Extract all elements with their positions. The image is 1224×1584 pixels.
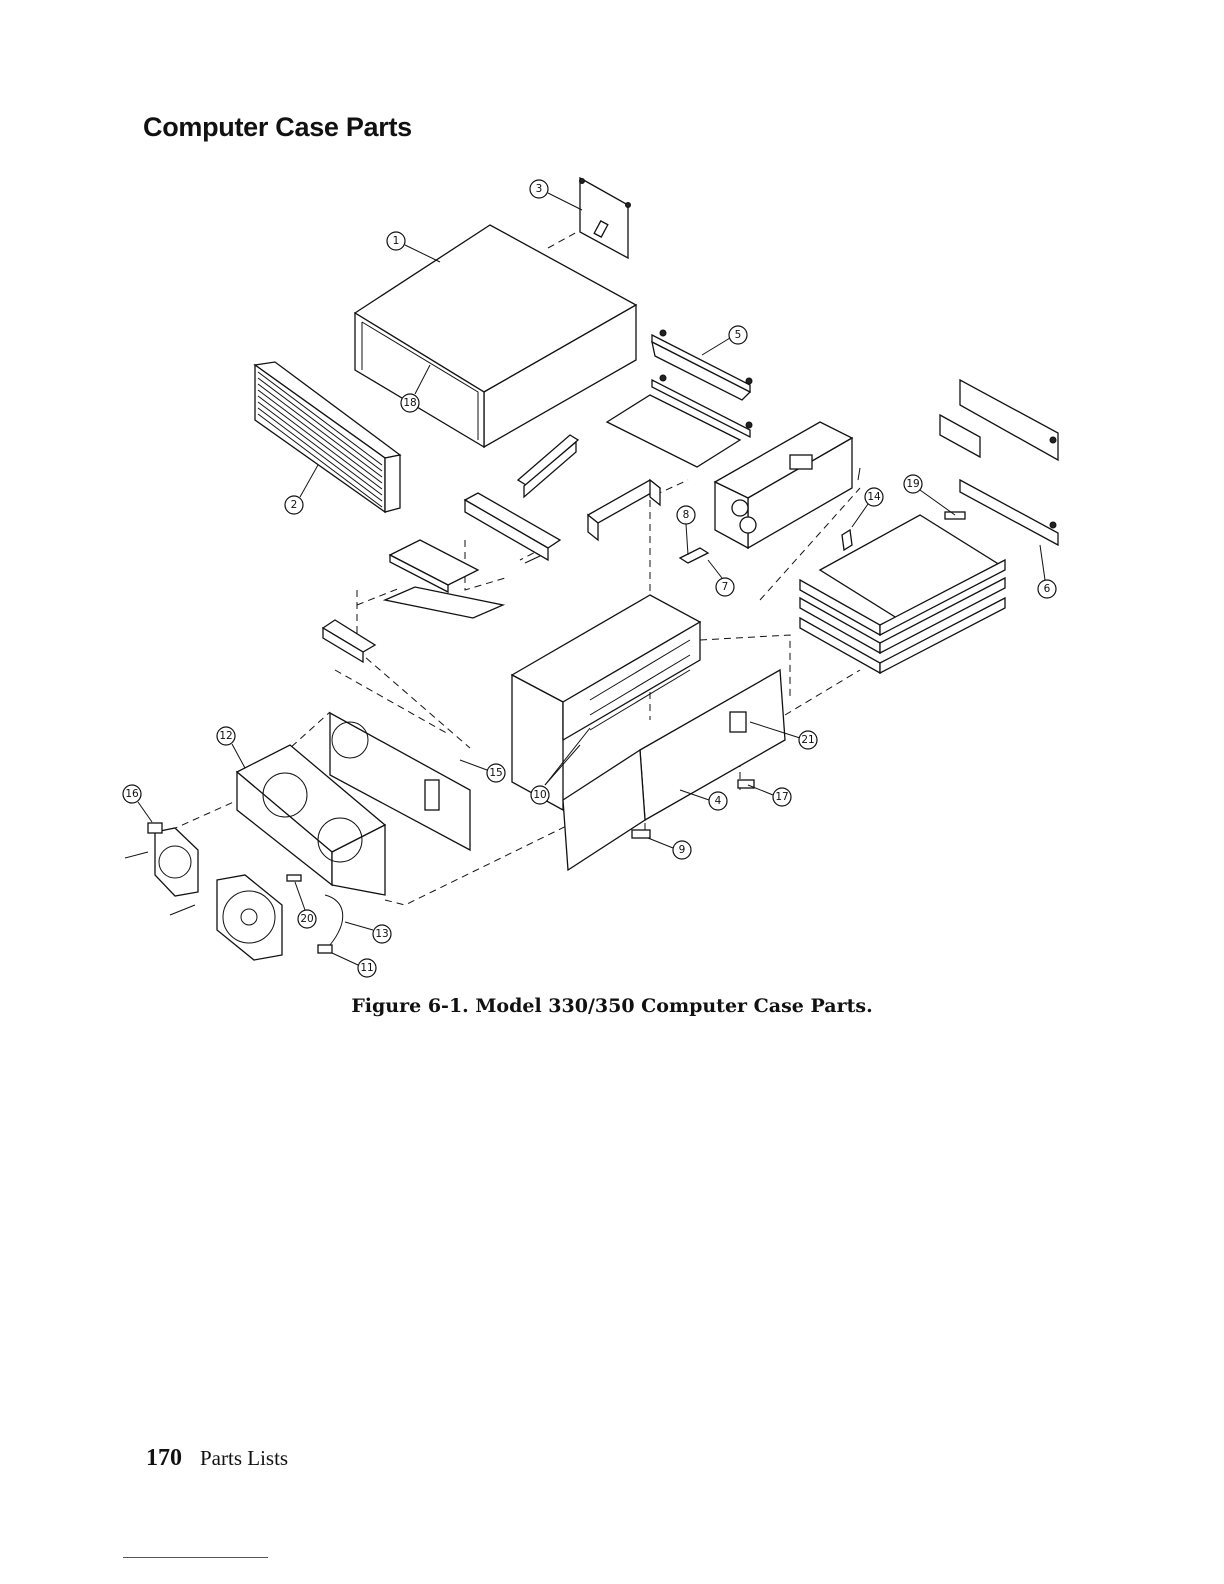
section-name: Parts Lists <box>200 1446 288 1470</box>
svg-text:7: 7 <box>722 581 729 593</box>
svg-text:13: 13 <box>375 928 388 940</box>
callout-6: 6 <box>1038 545 1056 598</box>
svg-text:6: 6 <box>1044 583 1051 595</box>
callout-19: 19 <box>904 475 955 515</box>
svg-text:17: 17 <box>775 791 788 803</box>
svg-text:15: 15 <box>489 767 502 779</box>
cooling-fans <box>155 828 282 960</box>
svg-text:18: 18 <box>403 397 416 409</box>
callout-9: 9 <box>648 838 691 859</box>
page-footer: 170 Parts Lists <box>146 1445 288 1472</box>
svg-text:20: 20 <box>300 913 313 925</box>
bottom-rule <box>123 1557 268 1558</box>
svg-text:3: 3 <box>536 183 543 195</box>
page-number: 170 <box>146 1445 182 1471</box>
callout-8: 8 <box>677 506 695 555</box>
svg-text:19: 19 <box>906 478 919 490</box>
callout-11: 11 <box>332 953 376 977</box>
callout-5: 5 <box>702 326 747 355</box>
accessory-cards <box>800 515 1005 673</box>
card-guide <box>588 480 660 540</box>
svg-text:4: 4 <box>715 795 722 807</box>
callout-3: 3 <box>530 180 582 210</box>
svg-text:11: 11 <box>360 962 373 974</box>
svg-text:9: 9 <box>679 844 686 856</box>
callout-16: 16 <box>123 785 152 822</box>
callout-12: 12 <box>217 727 245 768</box>
svg-text:16: 16 <box>125 788 139 800</box>
callout-1: 1 <box>387 232 440 262</box>
svg-text:5: 5 <box>735 329 742 341</box>
rear-slot-covers <box>940 380 1058 545</box>
callout-20: 20 <box>295 882 316 928</box>
svg-text:10: 10 <box>533 789 546 801</box>
callout-15: 15 <box>460 760 505 782</box>
svg-text:21: 21 <box>801 734 814 746</box>
svg-text:12: 12 <box>219 730 232 742</box>
svg-text:2: 2 <box>291 499 298 511</box>
top-cover <box>355 225 636 447</box>
svg-text:1: 1 <box>393 235 400 247</box>
figure-caption: Figure 6-1. Model 330/350 Computer Case … <box>0 995 1224 1017</box>
callout-2: 2 <box>285 465 318 514</box>
svg-text:14: 14 <box>867 491 881 503</box>
callout-7: 7 <box>708 560 734 596</box>
callout-14: 14 <box>852 488 883 527</box>
svg-text:8: 8 <box>683 509 690 521</box>
rear-access-plate <box>580 178 631 258</box>
callout-13: 13 <box>345 922 391 943</box>
